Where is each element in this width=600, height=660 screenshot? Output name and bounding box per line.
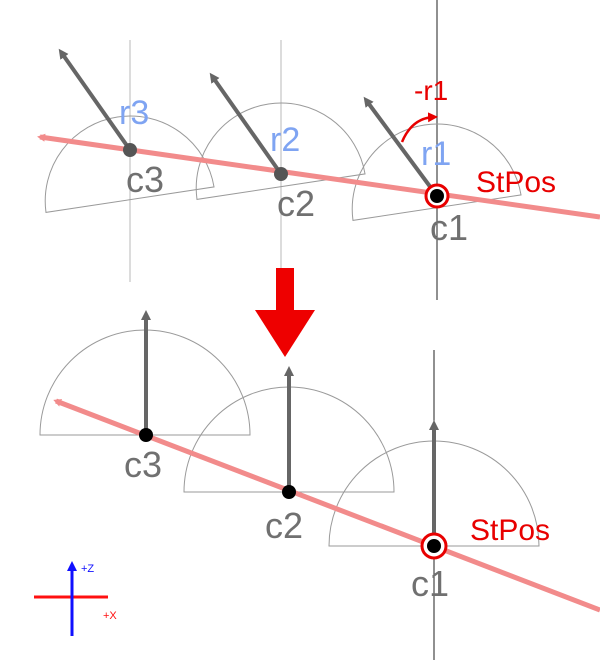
top-label-neg-r1: -r1 — [414, 75, 448, 106]
top-label-c2: c2 — [277, 183, 315, 224]
top-negative-rotation-arrow — [400, 112, 438, 143]
top-rotation-arrow-c2 — [209, 72, 283, 176]
x-axis-label: +X — [103, 610, 117, 622]
top-center-c2 — [274, 167, 288, 181]
top-label-r1: r1 — [421, 135, 451, 173]
bottom-label-c2: c2 — [265, 505, 303, 546]
z-axis-arrowhead — [67, 561, 77, 571]
top-rotation-arrow-c1 — [363, 96, 439, 198]
top-label-r3: r3 — [119, 94, 149, 132]
top-label-stpos: StPos — [476, 166, 556, 199]
bottom-center-c3 — [139, 428, 153, 442]
bottom-gauge-c1 — [328, 440, 540, 547]
bottom-label-c1: c1 — [411, 563, 449, 604]
top-section: r3 r2 r1 -r1 c3 c2 c1 StPos — [37, 0, 600, 300]
top-center-c1 — [430, 189, 444, 203]
top-center-c3 — [123, 143, 137, 157]
transition-arrow-head — [255, 310, 315, 357]
bottom-gauge-c2 — [183, 386, 395, 493]
bottom-stpos-direction-line — [53, 398, 600, 613]
top-label-c3: c3 — [126, 159, 164, 200]
transition-arrow-shaft — [276, 268, 294, 310]
top-label-r2: r2 — [270, 121, 300, 159]
bottom-gauge-c3 — [39, 329, 251, 436]
bottom-section: c3 c2 c1 StPos — [39, 310, 600, 660]
transition-arrow — [255, 268, 315, 357]
bottom-label-stpos: StPos — [470, 514, 550, 547]
z-axis-label: +Z — [81, 563, 94, 575]
top-rotation-arrow-c3 — [58, 48, 132, 152]
axis-indicator: +Z +X — [34, 561, 117, 636]
bottom-label-c3: c3 — [124, 444, 162, 485]
top-label-c1: c1 — [430, 207, 468, 248]
bottom-center-c1 — [427, 539, 441, 553]
bottom-center-c2 — [282, 485, 296, 499]
